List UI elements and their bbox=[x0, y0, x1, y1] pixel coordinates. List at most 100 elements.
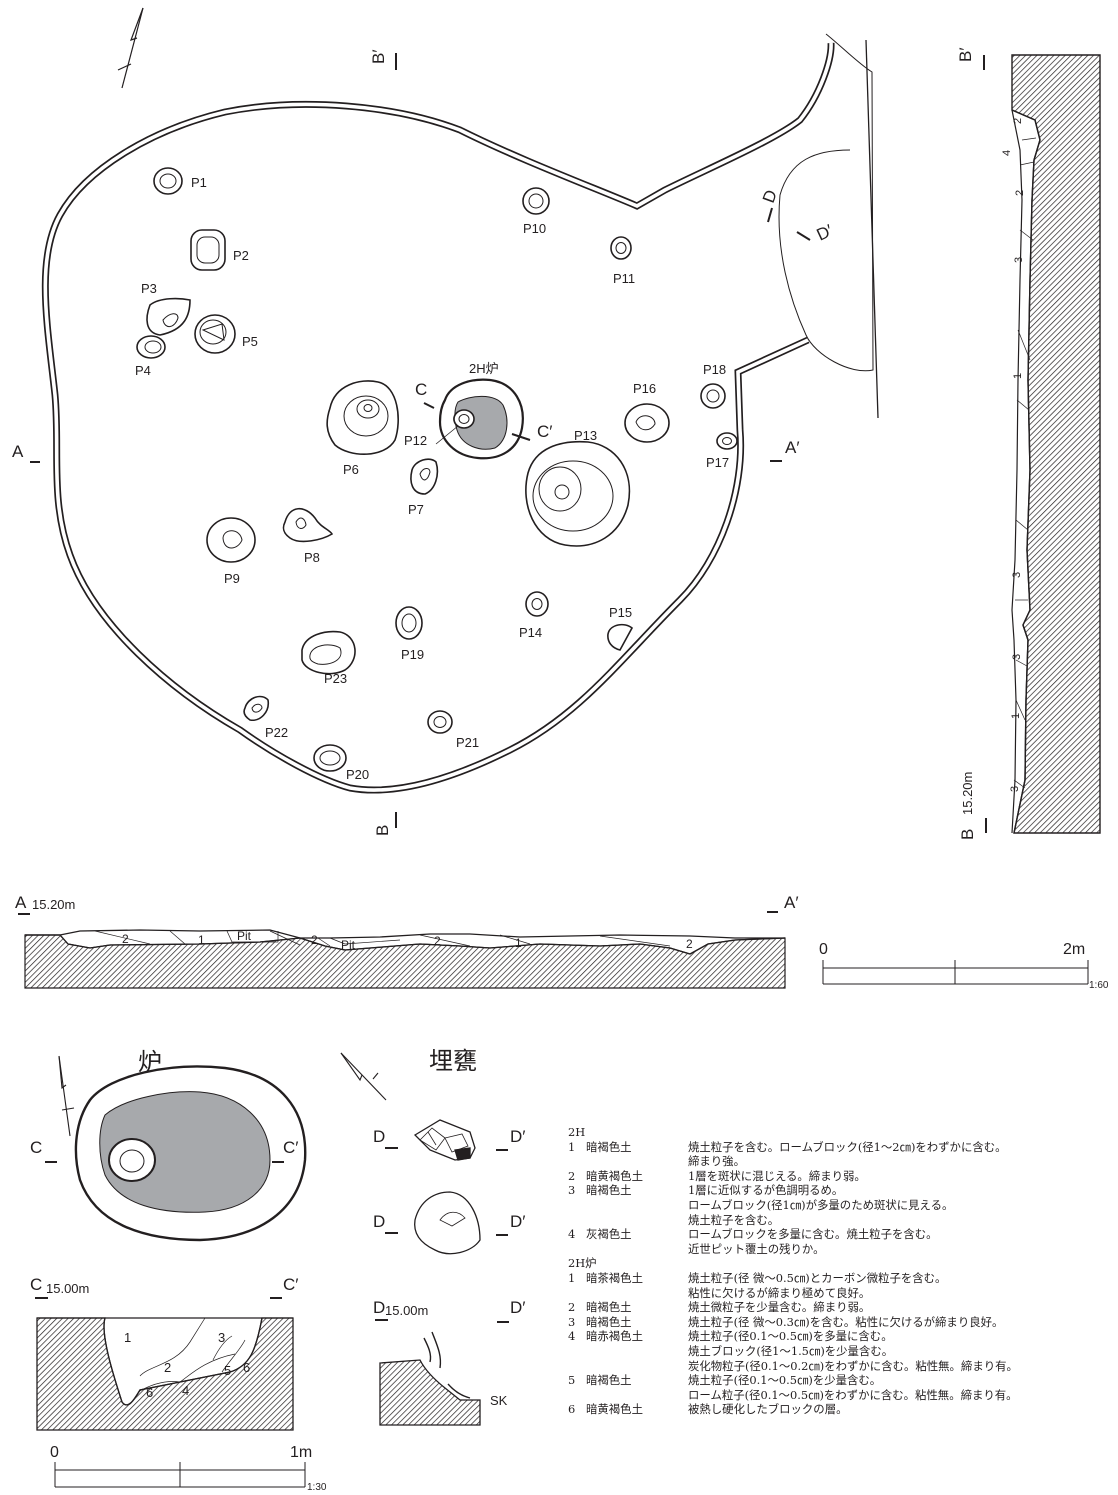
jar-section-elevation: 15.00m bbox=[385, 1303, 428, 1318]
layer-label: 6 bbox=[146, 1385, 153, 1400]
notes-desc: 粘性に欠けるが締まり極めて良好。 bbox=[688, 1285, 871, 1300]
notes-no bbox=[568, 1154, 586, 1169]
notes-soil bbox=[586, 1213, 688, 1228]
pit-P10 bbox=[522, 187, 550, 215]
pit-P22 bbox=[243, 695, 270, 722]
notes-desc: 焼土粒子を含む。ロームブロック(径1〜2㎝)をわずかに含む。 bbox=[688, 1139, 1007, 1154]
pit-P5 bbox=[194, 314, 236, 354]
layer-label: 1 bbox=[124, 1330, 131, 1345]
pit-P17 bbox=[716, 432, 738, 450]
notes-desc: 1層に近似するが色調明るめ。 bbox=[688, 1183, 844, 1198]
notes-row: 近世ピット覆土の残りか。 bbox=[568, 1242, 1116, 1257]
hearth-detail: 炉 C C′ C 15.00m C′ bbox=[30, 1049, 307, 1431]
notes-no bbox=[568, 1242, 586, 1257]
jar-d-prime-label: D′ bbox=[510, 1127, 525, 1146]
pit-label: P10 bbox=[523, 221, 546, 236]
marker-a-section: A bbox=[15, 893, 27, 912]
layer-label: 2 bbox=[122, 932, 129, 946]
notes-row: 焼土粒子を含む。 bbox=[568, 1213, 1116, 1228]
pit-label: P18 bbox=[703, 362, 726, 377]
notes-no bbox=[568, 1286, 586, 1301]
layer-label: 5 bbox=[224, 1363, 231, 1378]
layer-label: 1 bbox=[1012, 373, 1024, 379]
pit-label: P1 bbox=[191, 175, 207, 190]
pit-P16 bbox=[624, 403, 670, 443]
layer-label: 6 bbox=[243, 1360, 250, 1375]
scale-ratio: 1:60 bbox=[1089, 980, 1109, 991]
pit-label: P9 bbox=[224, 571, 240, 586]
layer-label: 2 bbox=[686, 937, 693, 951]
pit-label: P17 bbox=[706, 455, 729, 470]
layer-label: 4 bbox=[182, 1383, 189, 1398]
hearth-plan bbox=[423, 378, 531, 460]
section-b-elevation: 15.20m bbox=[960, 772, 975, 815]
notes-desc: 焼土粒子(径0.1〜0.5㎝)を少量含む。 bbox=[688, 1373, 882, 1388]
pit-P18 bbox=[700, 383, 726, 409]
scale-max: 2m bbox=[1063, 941, 1085, 958]
notes-soil: 灰褐色土 bbox=[586, 1227, 632, 1242]
jar-d-label-2: D bbox=[373, 1212, 385, 1231]
scale-zero: 0 bbox=[50, 1444, 59, 1461]
notes-desc: ロームブロック(径1㎝)が多量のため斑状に見える。 bbox=[688, 1197, 954, 1212]
notes-soil: 暗褐色土 bbox=[586, 1373, 632, 1388]
pit-P13 bbox=[525, 440, 631, 547]
pit-label: P8 bbox=[304, 550, 320, 565]
pit-label: P22 bbox=[265, 725, 288, 740]
notes-no: 4 bbox=[568, 1329, 576, 1344]
notes-soil bbox=[586, 1286, 688, 1301]
layer-label: Pit bbox=[341, 938, 356, 952]
marker-b-section: B bbox=[958, 829, 977, 840]
scale-zero: 0 bbox=[819, 941, 828, 958]
notes-desc: 1層を斑状に混じえる。締まり弱。 bbox=[688, 1168, 866, 1183]
hearth-section-elevation: 15.00m bbox=[46, 1281, 89, 1296]
layer-label: 1 bbox=[198, 933, 205, 947]
notes-row: 焼土ブロック(径1〜1.5㎝)を少量含む。 bbox=[568, 1344, 1116, 1359]
pit-label: P19 bbox=[401, 647, 424, 662]
layer-label: 1 bbox=[1010, 713, 1022, 719]
pit-P11 bbox=[610, 236, 632, 260]
pit-label: P2 bbox=[233, 248, 249, 263]
hearth-section-c-prime: C′ bbox=[283, 1275, 298, 1294]
pit-P6 bbox=[326, 380, 399, 455]
notes-group-title: 2H bbox=[568, 1125, 586, 1139]
jar-sk-label: SK bbox=[490, 1393, 508, 1408]
jar-section-d: D bbox=[373, 1298, 385, 1317]
layer-label: 2 bbox=[1012, 118, 1024, 124]
layer-label: 4 bbox=[1001, 150, 1013, 156]
notes-no: 3 bbox=[568, 1314, 576, 1329]
notes-group-title: 2H炉 bbox=[568, 1256, 597, 1271]
notes-no: 1 bbox=[568, 1270, 576, 1285]
notes-no bbox=[568, 1213, 586, 1228]
scale-bar-30: 0 1m 1:30 bbox=[50, 1444, 327, 1493]
pit-label: P13 bbox=[574, 428, 597, 443]
marker-a-prime-section: A′ bbox=[784, 893, 799, 912]
notes-soil bbox=[586, 1154, 688, 1169]
notes-soil: 暗褐色土 bbox=[586, 1300, 632, 1315]
pit-P20 bbox=[313, 744, 347, 772]
layer-label: 3 bbox=[1011, 572, 1023, 578]
marker-d: D bbox=[759, 187, 781, 205]
notes-desc: 焼土ブロック(径1〜1.5㎝)を少量含む。 bbox=[688, 1343, 894, 1358]
pit-label: P15 bbox=[609, 605, 632, 620]
marker-c-prime: C′ bbox=[537, 422, 552, 441]
notes-row: 締まり強。 bbox=[568, 1154, 1116, 1169]
notes-desc: 焼土粒子(径 微〜0.5㎝)とカーボン微粒子を含む。 bbox=[688, 1270, 947, 1285]
layer-label: 2 bbox=[434, 934, 441, 948]
pit-P3 bbox=[146, 297, 191, 336]
layer-label: 3 bbox=[1011, 654, 1023, 660]
notes-row: 1 暗茶褐色土 焼土粒子(径 微〜0.5㎝)とカーボン微粒子を含む。 bbox=[568, 1271, 1116, 1286]
layer-notes: 2H 1 暗褐色土 焼土粒子を含む。ロームブロック(径1〜2㎝)をわずかに含む。締まり… bbox=[568, 1125, 1116, 1417]
pit-P21 bbox=[427, 710, 453, 734]
notes-no bbox=[568, 1359, 586, 1374]
notes-soil: 暗茶褐色土 bbox=[586, 1270, 643, 1285]
pit-label: P23 bbox=[324, 671, 347, 686]
notes-row: ロームブロック(径1㎝)が多量のため斑状に見える。 bbox=[568, 1198, 1116, 1213]
layer-label: 2 bbox=[1014, 190, 1026, 196]
